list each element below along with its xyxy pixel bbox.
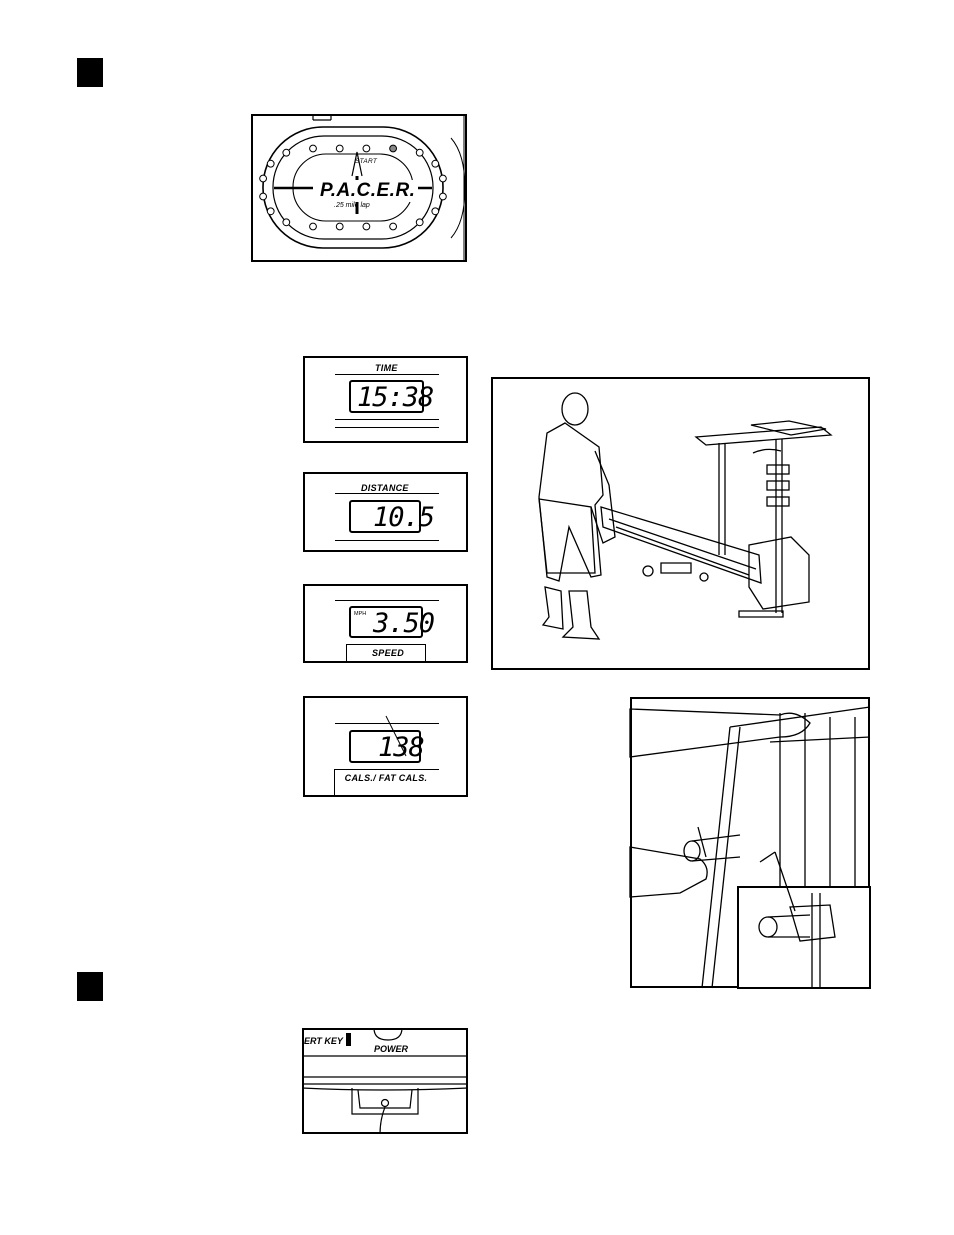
lap-indicator-dot (309, 144, 317, 153)
key-slot-mark (346, 1033, 351, 1046)
lap-indicator-dot (259, 174, 268, 183)
speed-display: MPH 3.50 SPEED (303, 584, 468, 663)
lap-indicator-dot (431, 207, 440, 216)
latch-detail-illustration (629, 697, 871, 989)
time-divider-mid (335, 419, 439, 420)
speed-value: 3.50 (373, 608, 435, 639)
power-label: POWER (374, 1044, 409, 1054)
distance-lcd: 10.5 (349, 500, 435, 533)
pacer-logo: P.A.C.E.R. (317, 180, 419, 202)
section-marker-2 (77, 972, 103, 1001)
console-panel-lines (301, 1027, 469, 1135)
calories-divider-top (335, 723, 439, 724)
pacer-lap-label: .25 mile lap (334, 202, 370, 209)
calories-label-box: CALS./ FAT CALS. (334, 769, 439, 795)
lap-indicator-dot (362, 222, 371, 231)
speed-label-box: SPEED (346, 644, 426, 661)
speed-divider-top (335, 600, 439, 601)
section-marker-1 (77, 58, 103, 87)
lap-indicator-dot (309, 222, 317, 231)
calories-label: CALS./ FAT CALS. (344, 773, 428, 783)
calories-pointer-line (385, 715, 407, 757)
distance-label: DISTANCE (361, 483, 409, 493)
distance-value: 10.5 (373, 502, 435, 533)
distance-divider-top (335, 493, 439, 494)
treadmill-lift-illustration (491, 377, 870, 670)
time-value: 15:38 (357, 382, 434, 413)
pacer-track-display: START P.A.C.E.R. .25 mile lap (251, 114, 467, 262)
lap-indicator-dot (415, 148, 424, 157)
lap-indicator-dot (266, 207, 275, 216)
lap-indicator-dot (362, 144, 371, 153)
lap-indicator-dot (282, 148, 291, 157)
lap-indicator-dot (389, 222, 398, 231)
calories-display: 138 CALS./ FAT CALS. (303, 696, 468, 797)
time-lcd: 15:38 (349, 380, 434, 413)
lap-indicator-dot (389, 144, 398, 153)
time-display: TIME 15:38 (303, 356, 468, 443)
lap-indicator-dot (259, 192, 268, 201)
speed-lcd: MPH 3.50 (349, 606, 435, 638)
lap-indicator-dot (439, 192, 447, 201)
lap-indicator-dot (439, 174, 447, 183)
lap-indicator-dot (415, 218, 424, 227)
time-divider-bottom (335, 427, 439, 428)
lap-indicator-dot (282, 218, 291, 227)
distance-display: DISTANCE 10.5 (303, 472, 468, 552)
pacer-start-label: START (355, 158, 378, 165)
time-divider-top (335, 374, 439, 375)
speed-label: SPEED (372, 648, 405, 658)
lap-indicator-dot (266, 159, 275, 168)
lap-indicator-dot (335, 144, 344, 153)
key-label: ERT KEY (304, 1036, 343, 1046)
lap-indicator-dot (431, 159, 440, 168)
lap-indicator-dot (335, 222, 344, 231)
time-label: TIME (375, 363, 398, 373)
distance-divider-bottom (335, 540, 439, 541)
console-power-panel: ERT KEY POWER (301, 1027, 469, 1135)
speed-unit: MPH (354, 611, 367, 617)
